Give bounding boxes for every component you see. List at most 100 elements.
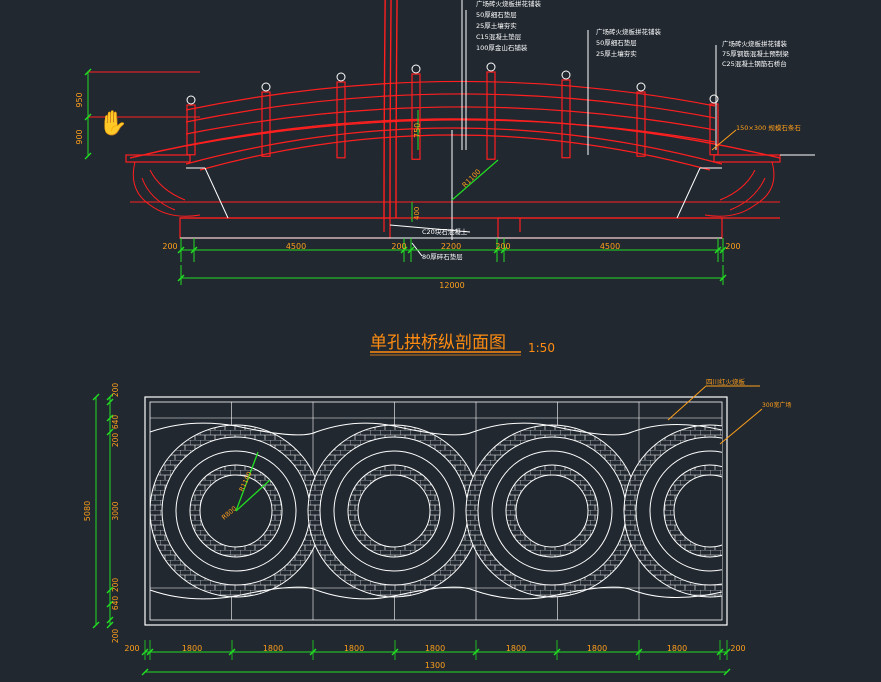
inner-core-2 [515, 474, 589, 548]
col-dim-0: 200 [124, 644, 139, 653]
rings-group [150, 424, 722, 598]
right-cap [713, 154, 781, 163]
right-abutment [676, 167, 701, 219]
row-dim-0: 200 [111, 383, 120, 398]
plan-view [144, 396, 728, 626]
rock-left [132, 161, 201, 217]
dim-750-label: 750 [413, 123, 422, 138]
scallop-top [149, 422, 723, 436]
post-finial [411, 64, 421, 74]
bridge-section [125, 0, 881, 239]
scallop-bottom [149, 586, 723, 600]
rock-right [704, 161, 775, 217]
col-dim-4: 1800 [425, 644, 445, 653]
total-width-label: 12000 [439, 281, 464, 290]
section-scale: 1:50 [528, 341, 555, 355]
deck-top-curve [129, 118, 781, 159]
note-right-1: 75厚钢筋混凝土预制梁 [722, 49, 789, 58]
dim-400-label: 400 [413, 207, 421, 220]
note-center-1: 50厚细石垫层 [476, 10, 517, 19]
post-finial [261, 82, 271, 92]
base-note-leader [389, 224, 471, 233]
dimension-tick [84, 113, 92, 121]
row-dim-6: 200 [111, 629, 120, 644]
middle-ring-1 [333, 450, 455, 572]
radius-label: R1100 [461, 168, 483, 190]
note-plaza: 300宽广场 [762, 401, 791, 409]
base-left [179, 217, 391, 239]
left-abutment [204, 167, 229, 219]
railing-base [185, 119, 716, 147]
dimension-tick [106, 414, 114, 422]
railing-low [185, 106, 716, 135]
radius-r800 [235, 479, 271, 512]
note-paving: 四川红火烧板 [706, 377, 746, 386]
railing-post [561, 79, 571, 159]
post-finial [186, 95, 196, 105]
dimension-tick [106, 398, 114, 406]
bottom-dim-1: 4500 [286, 242, 306, 251]
inner-core-3 [673, 474, 722, 548]
post-finial [636, 82, 646, 92]
note-middle-1: 50厚细石垫层 [596, 38, 637, 47]
middle-ring-3 [649, 450, 722, 572]
col-dim-8: 200 [730, 644, 745, 653]
plan-total-width: 1300 [425, 661, 445, 670]
plan-total-height: 5080 [83, 501, 92, 521]
col-dim-6: 1800 [587, 644, 607, 653]
bottom-dim-4: 200 [495, 242, 510, 251]
plan-outer [144, 396, 728, 626]
dimension-tick [723, 668, 731, 676]
railing-top [185, 80, 716, 111]
dimension-tick [106, 621, 114, 629]
note-right-0: 广场砖火烧板拼花铺装 [722, 39, 788, 48]
row-dim-5: 640 [111, 596, 120, 611]
dimension-tick [84, 152, 92, 160]
dimension-tick [141, 668, 149, 676]
note-middle-2: 25厚土壤夯实 [596, 49, 637, 58]
dimension-tick [106, 616, 114, 624]
stone-leader [711, 129, 737, 151]
post-finial [709, 94, 719, 104]
note-center-0: 广场砖火烧板拼花铺装 [476, 0, 542, 8]
col-dim-1: 1800 [182, 644, 202, 653]
note-stone: 150×300 规模石条石 [736, 123, 801, 132]
col-dim-5: 1800 [506, 644, 526, 653]
deck-mid-curve [185, 127, 723, 165]
row-dim-2: 200 [111, 433, 120, 448]
railing-post [336, 81, 346, 159]
railing-post [411, 73, 421, 160]
bottom-dim-0: 200 [162, 242, 177, 251]
left-cap [125, 154, 191, 163]
middle-ring-2 [491, 450, 613, 572]
row-dim-3: 3000 [111, 501, 120, 520]
post-finial [336, 72, 346, 82]
post-finial [486, 62, 496, 72]
note-center-4: 100厚金山石铺装 [476, 43, 528, 52]
hand-cursor-icon: ✋ [98, 109, 128, 137]
paving-leader [667, 385, 707, 421]
railing-mid [185, 93, 716, 123]
bottom-dim-5: 4500 [600, 242, 620, 251]
deck-bottom-curve [199, 134, 711, 171]
railing-post [636, 91, 646, 157]
note-right-2: C25混凝土钢筋石桥台 [722, 59, 787, 68]
col-dim-7: 1800 [667, 644, 687, 653]
radius-r1100 [235, 451, 259, 512]
inner-core-1 [357, 474, 431, 548]
bottom-dim-2: 200 [391, 242, 406, 251]
col-dim-3: 1800 [344, 644, 364, 653]
note-middle-0: 广场砖火烧板拼花铺装 [596, 27, 662, 36]
radius-line [451, 159, 499, 201]
dimension-tick [106, 393, 114, 401]
dimension-tick [106, 428, 114, 436]
railing-post [261, 91, 271, 157]
note-base-1: C20块石混凝土 [422, 227, 468, 236]
row-dim-4: 200 [111, 578, 120, 593]
section-title: 单孔拱桥纵剖面图 [370, 333, 506, 353]
row-dim-1: 640 [111, 415, 120, 430]
height-label-950: 950 [75, 92, 84, 107]
base-right [497, 217, 723, 239]
